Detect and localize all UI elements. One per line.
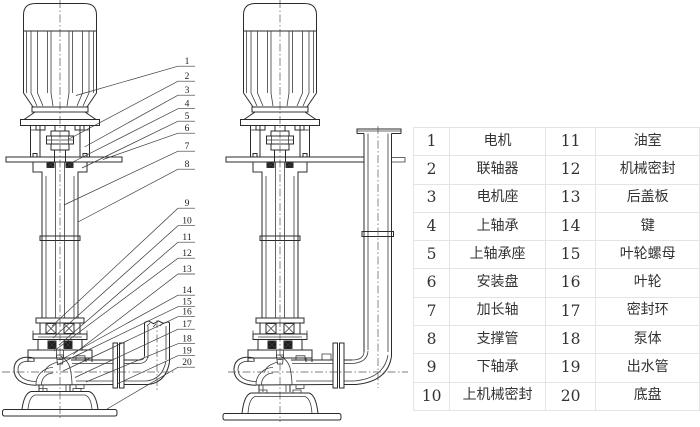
part-number-cell: 8: [412, 325, 451, 355]
pump-right-view: [222, 0, 408, 422]
motor: [240, 3, 320, 126]
part-name-cell: 后盖板: [595, 183, 700, 213]
support-pipe-and-shaft: [32, 162, 88, 318]
part-number-cell: 12: [544, 155, 597, 185]
part-name-cell: 键: [595, 211, 700, 242]
callout-number-4: 4: [185, 100, 190, 110]
callout-number-8: 8: [185, 160, 190, 170]
part-number-cell: 16: [544, 268, 597, 298]
callout-number-12: 12: [182, 249, 192, 259]
callout-number-2: 2: [185, 72, 190, 82]
callout-number-3: 3: [185, 86, 190, 96]
callout-number-11: 11: [182, 233, 191, 243]
callout-number-10: 10: [182, 217, 192, 227]
callout-number-18: 18: [182, 335, 192, 345]
callout-number-16: 16: [182, 308, 192, 318]
part-name-cell: 泵体: [595, 325, 700, 355]
part-name-cell: 叶轮: [595, 268, 700, 298]
lower-bearing-and-seals: [27, 317, 93, 362]
base-plate: [222, 389, 342, 421]
callout-number-17: 17: [182, 320, 192, 330]
callout-number-5: 5: [185, 112, 190, 122]
part-name-cell: 加长轴: [449, 296, 546, 327]
part-number-cell: 6: [412, 268, 451, 298]
support-pipe-and-shaft: [252, 162, 308, 318]
callout-number-20: 20: [182, 358, 192, 368]
part-name-cell: 上轴承座: [449, 240, 546, 270]
callout-number-9: 9: [185, 199, 190, 209]
part-name-cell: 油室: [595, 126, 700, 157]
part-name-cell: 底盘: [595, 381, 700, 411]
pump-body-volute: [233, 354, 333, 392]
callout-leader-lines: [51, 65, 195, 410]
callout-number-13: 13: [182, 265, 192, 275]
part-number-cell: 15: [544, 240, 597, 270]
part-number-cell: 2: [412, 155, 451, 185]
callout-number-19: 19: [182, 347, 192, 357]
part-number-cell: 7: [412, 296, 451, 327]
pump-body-volute: [13, 354, 113, 392]
part-number-cell: 10: [412, 381, 451, 411]
part-name-cell: 密封环: [595, 296, 700, 327]
part-name-cell: 下轴承: [449, 353, 546, 383]
lower-bearing-and-seals: [247, 317, 313, 362]
part-number-cell: 4: [412, 211, 451, 242]
part-number-cell: 3: [412, 183, 451, 213]
part-number-cell: 9: [412, 353, 451, 383]
part-name-cell: 支撑管: [449, 325, 546, 355]
motor: [20, 3, 100, 126]
upper-bearing: [266, 161, 294, 168]
part-name-cell: 出水管: [595, 353, 700, 383]
outlet-flange: [332, 342, 345, 389]
part-name-cell: 叶轮螺母: [595, 240, 700, 270]
part-name-cell: 机械密封: [595, 155, 700, 185]
part-name-cell: 电机: [449, 126, 546, 157]
callout-number-1: 1: [185, 57, 190, 67]
part-number-cell: 5: [412, 240, 451, 270]
pump-left-view: [2, 0, 176, 418]
part-name-cell: 上轴承: [449, 211, 546, 242]
part-number-cell: 14: [544, 211, 597, 242]
base-plate: [2, 388, 118, 417]
part-number-cell: 17: [544, 296, 597, 327]
part-number-cell: 1: [412, 126, 451, 157]
callout-number-7: 7: [185, 142, 190, 152]
part-name-cell: 上机械密封: [449, 381, 546, 411]
part-number-cell: 13: [544, 183, 597, 213]
callout-number-15: 15: [182, 298, 192, 308]
mounting-plate: [5, 156, 123, 163]
part-name-cell: 联轴器: [449, 155, 546, 185]
part-name-cell: 安装盘: [449, 268, 546, 298]
part-number-cell: 18: [544, 325, 597, 355]
part-number-cell: 19: [544, 353, 597, 383]
part-name-cell: 电机座: [449, 183, 546, 213]
callout-number-14: 14: [182, 286, 192, 296]
part-number-cell: 11: [544, 126, 597, 157]
callout-number-6: 6: [185, 124, 190, 134]
part-number-cell: 20: [544, 381, 597, 411]
